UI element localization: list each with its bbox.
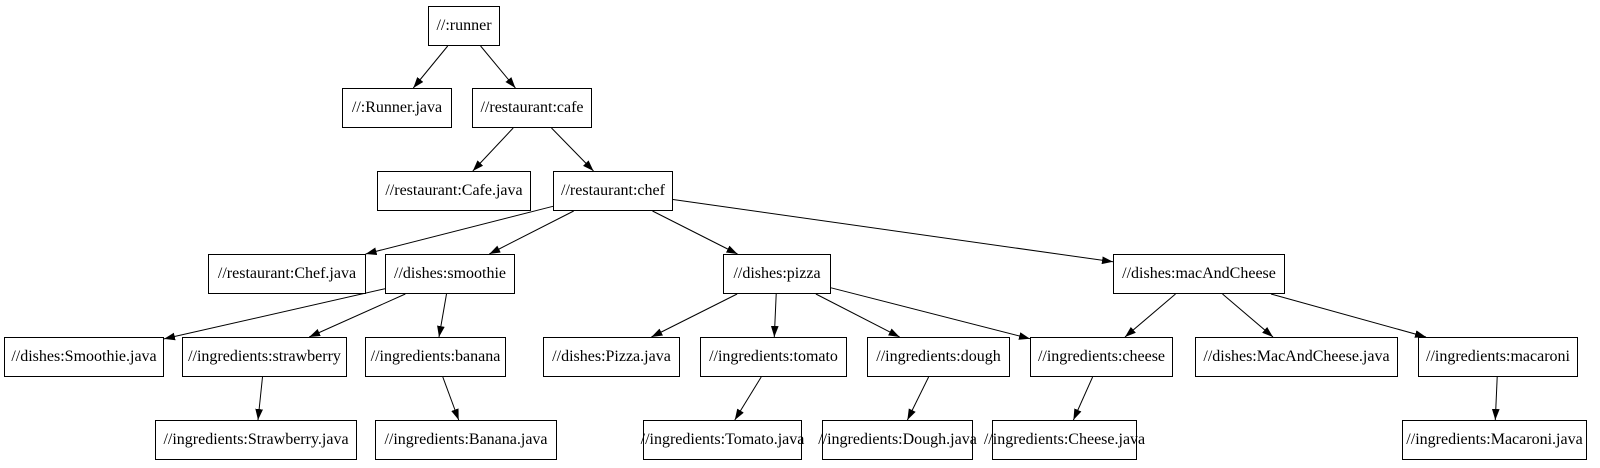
edge-smoothie-to-smoothie-java [163,288,386,341]
edge-pizza-to-tomato [770,293,779,338]
graph-node-label: //ingredients:Tomato.java [640,431,805,448]
graph-node-cafe: //restaurant:cafe [472,88,592,128]
edge-mac-and-cheese-to-mac-and-cheese-java [1222,293,1274,338]
graph-node-label: //ingredients:tomato [709,348,838,365]
graph-node-label: //:runner [436,17,492,34]
graph-node-label: //restaurant:Chef.java [217,265,357,282]
graph-node-cheese: //ingredients:cheese [1030,337,1173,377]
graph-node-macaroni-java: //ingredients:Macaroni.java [1402,420,1587,460]
graph-node-label: //ingredients:cheese [1037,348,1166,365]
edge-cheese-to-cheese-java [1072,376,1094,421]
graph-node-label: //ingredients:macaroni [1426,348,1570,365]
edge-chef-to-chef-java [365,205,554,256]
edge-chef-to-pizza [652,210,738,255]
edge-mac-and-cheese-to-macaroni [1270,293,1427,338]
graph-node-tomato-java: //ingredients:Tomato.java [640,420,805,460]
graph-node-cafe-java: //restaurant:Cafe.java [377,171,531,211]
graph-node-mac-and-cheese: //dishes:macAndCheese [1113,254,1285,294]
edge-cafe-to-cafe-java [472,127,514,172]
graph-node-label: //dishes:MacAndCheese.java [1203,348,1390,365]
graph-node-label: //ingredients:dough [876,348,1001,365]
graph-node-cheese-java: //ingredients:Cheese.java [984,420,1145,460]
graph-node-label: //restaurant:chef [561,182,665,199]
graph-node-macaroni: //ingredients:macaroni [1418,337,1578,377]
graph-node-label: //dishes:Smoothie.java [11,348,157,365]
graph-node-runner-java: //:Runner.java [342,88,452,128]
edge-macaroni-to-macaroni-java [1491,376,1500,421]
edge-runner-to-cafe [480,45,516,89]
edge-mac-and-cheese-to-cheese [1124,293,1176,338]
graph-node-label: //ingredients:Cheese.java [983,431,1146,448]
edge-tomato-to-tomato-java [734,376,762,421]
graph-node-runner: //:runner [428,6,500,46]
edge-strawberry-to-strawberry-java [255,376,263,421]
graph-node-label: //dishes:pizza [733,265,821,282]
graph-node-smoothie-java: //dishes:Smoothie.java [4,337,164,377]
graph-node-dough-java: //ingredients:Dough.java [818,420,977,460]
graph-node-label: //ingredients:Dough.java [818,431,977,448]
graph-node-label: //ingredients:strawberry [188,348,341,365]
graph-node-chef-java: //restaurant:Chef.java [208,254,366,294]
graph-node-smoothie: //dishes:smoothie [385,254,515,294]
edge-pizza-to-cheese [830,287,1031,340]
graph-node-strawberry-java: //ingredients:Strawberry.java [155,420,357,460]
edge-banana-to-banana-java [442,376,460,421]
edge-chef-to-mac-and-cheese [672,199,1114,265]
graph-node-banana-java: //ingredients:Banana.java [375,420,557,460]
graph-node-label: //:Runner.java [351,99,443,116]
graph-node-mac-and-cheese-java: //dishes:MacAndCheese.java [1195,337,1398,377]
graph-node-strawberry: //ingredients:strawberry [182,337,347,377]
graph-node-dough: //ingredients:dough [867,337,1010,377]
graph-node-label: //dishes:Pizza.java [552,348,671,365]
edge-cafe-to-chef [551,127,594,172]
graph-node-banana: //ingredients:banana [365,337,506,377]
graph-node-label: //restaurant:cafe [480,99,584,116]
edge-chef-to-smoothie [489,210,574,255]
edge-smoothie-to-strawberry [308,293,406,338]
graph-node-label: //ingredients:Macaroni.java [1406,431,1583,448]
graph-node-label: //dishes:macAndCheese [1122,265,1276,282]
graph-node-pizza-java: //dishes:Pizza.java [543,337,680,377]
edge-dough-to-dough-java [906,376,930,421]
graph-node-pizza: //dishes:pizza [723,254,831,294]
graph-node-label: //ingredients:Banana.java [384,431,548,448]
graph-node-label: //ingredients:banana [370,348,501,365]
edge-pizza-to-pizza-java [651,293,738,338]
graph-node-label: //dishes:smoothie [394,265,506,282]
graph-node-chef: //restaurant:chef [553,171,673,211]
graph-node-label: //ingredients:Strawberry.java [163,431,349,448]
edge-pizza-to-dough [815,293,900,338]
graph-node-tomato: //ingredients:tomato [700,337,847,377]
edge-smoothie-to-banana [437,293,447,338]
edge-runner-to-runner-java [412,45,449,89]
graph-node-label: //restaurant:Cafe.java [385,182,523,199]
